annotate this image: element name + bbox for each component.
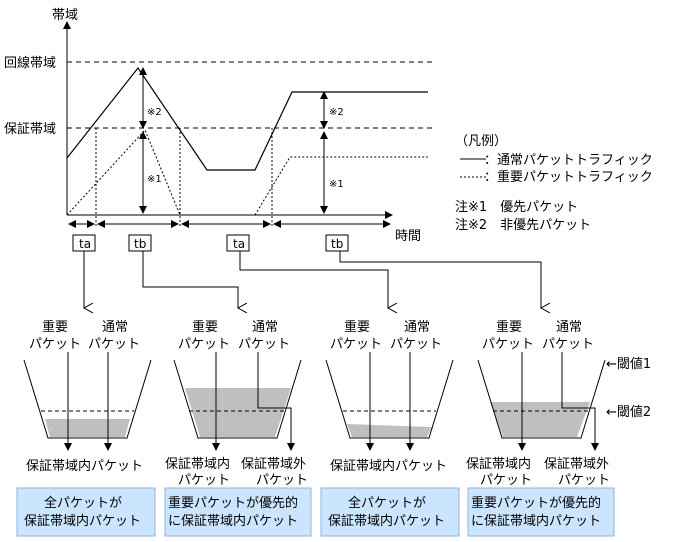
- svg-text:重要: 重要: [496, 319, 522, 335]
- important-traffic-curve-1: [66, 129, 181, 216]
- result-box-1: 全パケットが 保証帯域内パケット: [16, 487, 156, 537]
- svg-text:パケット: パケット: [390, 337, 442, 352]
- result-box-4: 重要パケットが優先的 に保証帯域内パケット: [467, 487, 615, 537]
- svg-text:重要: 重要: [192, 319, 218, 335]
- note2-marker-a: ※2: [147, 107, 162, 118]
- bucket-4: 重要 パケット 通常 パケット 保証帯域内 パケット 保証帯域外 パケット: [466, 319, 610, 488]
- note1-text: 注※1 優先パケット: [455, 200, 578, 215]
- svg-text:全パケットが: 全パケットが: [44, 495, 122, 511]
- legend-title: （凡例）: [455, 134, 507, 149]
- svg-text:ta: ta: [233, 237, 245, 251]
- svg-text:通常: 通常: [252, 320, 278, 335]
- svg-text:通常: 通常: [404, 320, 430, 335]
- svg-text:ta: ta: [79, 237, 91, 251]
- legend-dotted-label: ：重要パケットトラフィック: [484, 169, 653, 185]
- svg-text:パケット: パケット: [480, 473, 532, 488]
- svg-text:パケット: パケット: [29, 337, 81, 352]
- svg-text:全パケットが: 全パケットが: [348, 495, 426, 511]
- y-axis-label: 帯域: [52, 8, 78, 23]
- note1-marker-b: ※1: [329, 179, 344, 190]
- svg-text:に保証帯域内パケット: に保証帯域内パケット: [471, 513, 601, 529]
- guaranteed-label: 保証帯域: [4, 122, 56, 137]
- result-box-3: 全パケットが 保証帯域内パケット: [320, 487, 460, 537]
- svg-text:パケット: パケット: [238, 337, 290, 352]
- phase-separators: [95, 128, 273, 228]
- phase-label-ta-1: ta: [72, 234, 96, 252]
- svg-text:パケット: パケット: [178, 473, 230, 488]
- legend-solid-label: ：通常パケットトラフィック: [484, 153, 653, 168]
- note1-marker-a: ※1: [147, 174, 162, 185]
- svg-text:パケット: パケット: [542, 337, 594, 352]
- svg-text:パケット: パケット: [330, 337, 382, 352]
- threshold-1-label: ←閾値1: [606, 356, 651, 372]
- svg-text:tb: tb: [134, 237, 146, 251]
- svg-text:保証帯域内パケット: 保証帯域内パケット: [330, 458, 447, 474]
- threshold-2-label: ←閾値2: [606, 404, 651, 420]
- svg-text:パケット: パケット: [178, 337, 230, 352]
- svg-text:に保証帯域内パケット: に保証帯域内パケット: [168, 513, 298, 529]
- line-capacity-label: 回線帯域: [4, 55, 56, 71]
- svg-text:保証帯域内パケット: 保証帯域内パケット: [26, 458, 143, 474]
- normal-traffic-curve: [66, 66, 428, 171]
- svg-text:保証帯域外: 保証帯域外: [544, 457, 609, 472]
- svg-text:パケット: パケット: [558, 473, 610, 488]
- note2-marker-b: ※2: [329, 107, 344, 118]
- svg-text:保証帯域外: 保証帯域外: [241, 457, 306, 472]
- graph-axes: [63, 21, 393, 219]
- result-box-2: 重要パケットが優先的 に保証帯域内パケット: [164, 487, 312, 537]
- svg-text:保証帯域内: 保証帯域内: [466, 456, 531, 472]
- svg-text:tb: tb: [331, 237, 343, 251]
- bucket-3: 重要 パケット 通常 パケット 保証帯域内パケット: [325, 319, 454, 474]
- svg-text:保証帯域内パケット: 保証帯域内パケット: [24, 513, 141, 529]
- phase-connectors: [84, 251, 541, 308]
- svg-text:パケット: パケット: [88, 337, 140, 352]
- svg-text:通常: 通常: [102, 320, 128, 335]
- svg-text:パケット: パケット: [482, 337, 534, 352]
- bucket-2: 重要 パケット 通常 パケット 保証帯域内 パケット 保証帯域外 パケット: [165, 319, 308, 488]
- phase-label-ta-2: ta: [226, 234, 250, 252]
- svg-text:重要パケットが優先的: 重要パケットが優先的: [168, 495, 298, 511]
- phase-label-tb-2: tb: [325, 234, 349, 252]
- svg-text:重要: 重要: [344, 319, 370, 335]
- svg-text:保証帯域内パケット: 保証帯域内パケット: [328, 513, 445, 529]
- note2-text: 注※2 非優先パケット: [455, 218, 591, 233]
- svg-text:重要: 重要: [42, 319, 68, 335]
- phase-label-tb-1: tb: [128, 234, 152, 252]
- svg-text:保証帯域内: 保証帯域内: [165, 456, 230, 472]
- x-axis-label: 時間: [395, 229, 421, 244]
- svg-text:パケット: パケット: [256, 473, 308, 488]
- svg-text:通常: 通常: [556, 320, 582, 335]
- svg-text:重要パケットが優先的: 重要パケットが優先的: [471, 495, 601, 511]
- bucket-1: 重要 パケット 通常 パケット 保証帯域内パケット: [23, 319, 152, 474]
